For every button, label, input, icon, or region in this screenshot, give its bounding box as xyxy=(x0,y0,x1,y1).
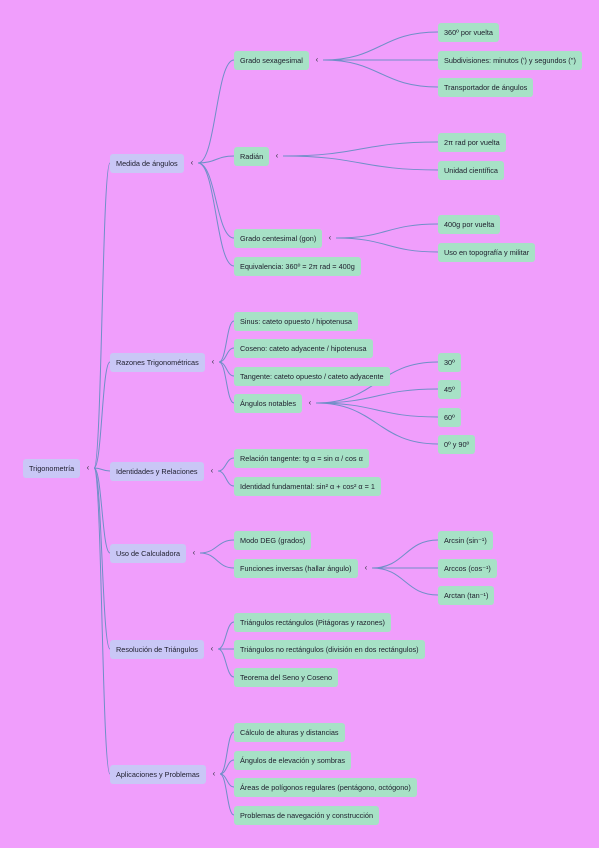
topic-node-problemas-de-navegacion-y-construccion[interactable]: Problemas de navegación y construcción xyxy=(234,805,380,825)
leaf-node-uso-en-topografia-y-militar[interactable]: Uso en topografía y militar xyxy=(438,242,536,262)
branch-node-razones-trigonometricas[interactable]: Razones Trigonométricas xyxy=(110,352,205,372)
topic-node-triangulos-rectangulos-pitagoras-y-razon[interactable]: Triángulos rectángulos (Pitágoras y razo… xyxy=(234,612,391,632)
connector-4-2 xyxy=(217,648,235,678)
connector-1-3-1 xyxy=(315,388,439,404)
connector-0-1-0 xyxy=(282,141,439,157)
connector-0-2-0 xyxy=(335,223,439,239)
leaf-node-30[interactable]: 30º xyxy=(438,352,461,372)
topic-node-areas-de-poligonos-regulares-pentagono-o[interactable]: Áreas de polígonos regulares (pentágono,… xyxy=(234,777,417,797)
connector-5-1 xyxy=(219,759,235,775)
leaf-node-60[interactable]: 60º xyxy=(438,407,461,427)
topic-node-tangente-cateto-opuesto-cateto-adyacente[interactable]: Tangente: cateto opuesto / cateto adyace… xyxy=(234,366,390,386)
topic-node-angulos-notables[interactable]: Ángulos notables xyxy=(234,393,302,413)
connector-0-0-0 xyxy=(322,31,439,61)
connector-3-1 xyxy=(199,552,235,569)
topic-node-sinus-cateto-opuesto-hipotenusa[interactable]: Sinus: cateto opuesto / hipotenusa xyxy=(234,311,358,331)
connector-0-1 xyxy=(197,155,235,164)
connector-0-2 xyxy=(197,162,235,239)
topic-node-modo-deg-grados[interactable]: Modo DEG (grados) xyxy=(234,530,312,550)
branch-collapse-icon[interactable]: ‹ xyxy=(210,644,214,653)
topic-node-grado-sexagesimal[interactable]: Grado sexagesimal xyxy=(234,50,309,70)
root-node[interactable]: Trigonometría xyxy=(23,458,81,478)
connector-1-1 xyxy=(218,347,235,363)
leaf-node-transportador-de-angulos[interactable]: Transportador de ángulos xyxy=(438,77,534,97)
topic-node-radian[interactable]: Radián xyxy=(234,146,270,166)
topic-node-relacion-tangente-tg-sin-cos[interactable]: Relación tangente: tg α = sin α / cos α xyxy=(234,448,369,468)
connector-0-2-1 xyxy=(335,237,439,253)
connector-2-1 xyxy=(217,470,235,487)
leaf-node-arctan-tan[interactable]: Arctan (tan⁻¹) xyxy=(438,585,495,605)
leaf-node-0-y-90[interactable]: 0º y 90º xyxy=(438,434,476,454)
topic-collapse-icon[interactable]: ‹ xyxy=(308,398,312,407)
topic-node-grado-centesimal-gon[interactable]: Grado centesimal (gon) xyxy=(234,228,323,248)
branch-collapse-icon[interactable]: ‹ xyxy=(190,158,194,167)
connector-5-3 xyxy=(219,773,235,816)
topic-collapse-icon[interactable]: ‹ xyxy=(315,55,319,64)
leaf-node-45[interactable]: 45º xyxy=(438,379,461,399)
connector-0-1-1 xyxy=(282,155,439,171)
connector-1-3-3 xyxy=(315,402,439,445)
topic-node-teorema-del-seno-y-coseno[interactable]: Teorema del Seno y Coseno xyxy=(234,667,339,687)
topic-node-calculo-de-alturas-y-distancias[interactable]: Cálculo de alturas y distancias xyxy=(234,722,345,742)
topic-collapse-icon[interactable]: ‹ xyxy=(275,151,279,160)
connector-5-0 xyxy=(219,731,235,775)
topic-node-funciones-inversas-hallar-angulo[interactable]: Funciones inversas (hallar ángulo) xyxy=(234,558,358,578)
topic-node-angulos-de-elevacion-y-sombras[interactable]: Ángulos de elevación y sombras xyxy=(234,750,352,770)
leaf-node-400g-por-vuelta[interactable]: 400g por vuelta xyxy=(438,214,501,234)
connector-0-3 xyxy=(197,162,235,267)
connector-3-0 xyxy=(199,539,235,554)
connector-3-1-0 xyxy=(371,539,439,569)
topic-node-equivalencia-360-2-rad-400g[interactable]: Equivalencia: 360º = 2π rad = 400g xyxy=(234,256,361,276)
branch-node-resolucion-de-triangulos[interactable]: Resolución de Triángulos xyxy=(110,639,204,659)
connector-root-1 xyxy=(93,361,111,469)
leaf-node-subdivisiones-minutos-y-segundos[interactable]: Subdivisiones: minutos (') y segundos ('… xyxy=(438,50,582,70)
connector-1-3 xyxy=(218,361,235,404)
branch-collapse-icon[interactable]: ‹ xyxy=(192,548,196,557)
branch-collapse-icon[interactable]: ‹ xyxy=(210,466,214,475)
connector-1-0 xyxy=(218,320,235,363)
connector-3-1-2 xyxy=(371,567,439,596)
leaf-node-2-rad-por-vuelta[interactable]: 2π rad por vuelta xyxy=(438,132,506,152)
topic-node-triangulos-no-rectangulos-division-en-do[interactable]: Triángulos no rectángulos (división en d… xyxy=(234,639,425,659)
topic-collapse-icon[interactable]: ‹ xyxy=(364,563,368,572)
connector-root-2 xyxy=(93,467,111,472)
connector-root-3 xyxy=(93,467,111,554)
topic-collapse-icon[interactable]: ‹ xyxy=(328,233,332,242)
branch-collapse-icon[interactable]: ‹ xyxy=(212,769,216,778)
connector-root-0 xyxy=(93,162,111,469)
leaf-node-arccos-cos[interactable]: Arccos (cos⁻¹) xyxy=(438,558,497,578)
branch-node-identidades-y-relaciones[interactable]: Identidades y Relaciones xyxy=(110,461,204,481)
connector-0-0 xyxy=(197,59,235,164)
connector-2-0 xyxy=(217,457,235,472)
leaf-node-arcsin-sin[interactable]: Arcsin (sin⁻¹) xyxy=(438,530,493,550)
root-collapse-icon[interactable]: ‹ xyxy=(86,463,90,472)
branch-node-medida-de-angulos[interactable]: Medida de ángulos xyxy=(110,153,184,173)
connector-0-0-2 xyxy=(322,59,439,88)
connector-4-0 xyxy=(217,621,235,650)
topic-node-identidad-fundamental-sin-cos-1[interactable]: Identidad fundamental: sin² α + cos² α =… xyxy=(234,476,381,496)
leaf-node-unidad-cientifica[interactable]: Unidad científica xyxy=(438,160,504,180)
leaf-node-360-por-vuelta[interactable]: 360º por vuelta xyxy=(438,22,499,42)
branch-collapse-icon[interactable]: ‹ xyxy=(211,357,215,366)
connector-root-4 xyxy=(93,467,111,650)
branch-node-uso-de-calculadora[interactable]: Uso de Calculadora xyxy=(110,543,187,563)
connector-root-5 xyxy=(93,467,111,775)
topic-node-coseno-cateto-adyacente-hipotenusa[interactable]: Coseno: cateto adyacente / hipotenusa xyxy=(234,338,373,358)
branch-node-aplicaciones-y-problemas[interactable]: Aplicaciones y Problemas xyxy=(110,764,206,784)
connector-1-3-2 xyxy=(315,402,439,418)
